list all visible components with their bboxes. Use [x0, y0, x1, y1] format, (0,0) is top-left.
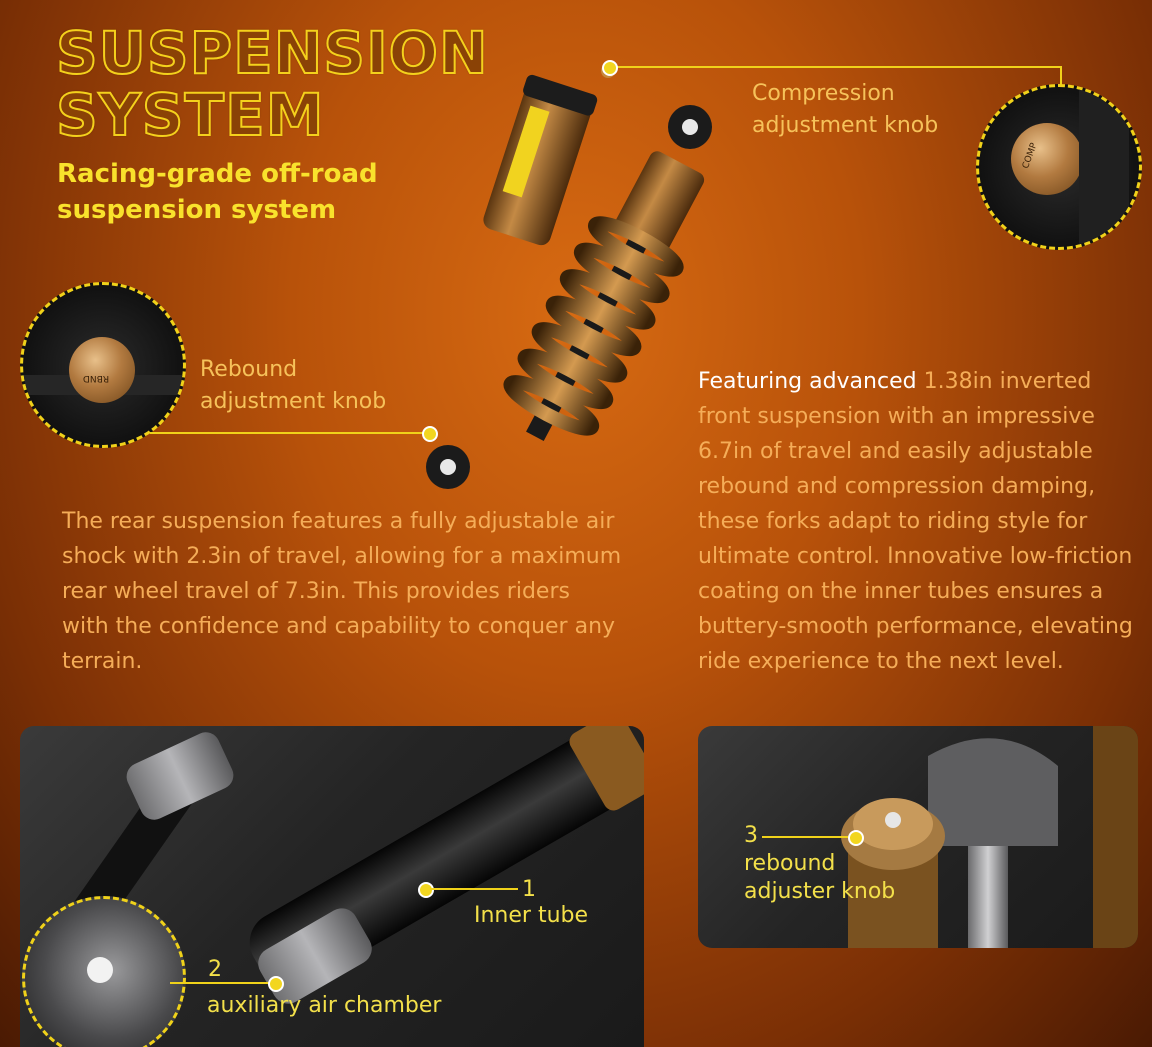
page-title: SUSPENSION SYSTEM: [55, 19, 489, 149]
compression-leader-v: [1060, 66, 1062, 86]
rebound-adjuster-label-1: rebound: [744, 851, 836, 876]
rebound-callout: Rebound adjustment knob: [200, 354, 386, 418]
rebound-label-2: adjustment knob: [200, 389, 387, 414]
air-chamber-label: auxiliary air chamber: [207, 993, 442, 1018]
rear-suspension-description: The rear suspension features a fully adj…: [62, 509, 622, 674]
rebound-adjuster-number: 3: [744, 823, 758, 848]
compression-label-2: adjustment knob: [752, 113, 939, 138]
air-chamber-number: 2: [208, 957, 222, 982]
subtitle: Racing-grade off-road suspension system: [57, 159, 378, 225]
front-suspension-description: Featuring advanced 1.38in inverted front…: [698, 364, 1138, 679]
comp-mark: COMP: [1021, 141, 1040, 171]
compression-knob-zoom: COMP: [976, 84, 1142, 250]
front-lead: Featuring advanced: [698, 369, 917, 394]
inner-tube-label: Inner tube: [474, 903, 589, 928]
air-chamber-zoom: [22, 896, 186, 1047]
compression-leader-h: [610, 66, 1062, 68]
rebound-knob-icon: RBND: [69, 337, 135, 403]
rebound-dot: [422, 426, 438, 442]
compression-knob-icon: COMP: [1011, 123, 1083, 195]
rebound-adjuster-dot: [848, 830, 864, 846]
compression-dot: [602, 60, 618, 76]
compression-label-1: Compression: [752, 81, 895, 106]
compression-callout: Compression adjustment knob: [752, 78, 938, 142]
rebound-adjuster-label-2: adjuster knob: [744, 879, 896, 904]
fork-crown-illustration: [841, 726, 1138, 948]
air-chamber-dot: [268, 976, 284, 992]
rebound-adjuster-label: rebound adjuster knob: [744, 850, 895, 906]
rbnd-mark: RBND: [83, 373, 110, 383]
inner-tube-dot: [418, 882, 434, 898]
title-line-2: SYSTEM: [55, 81, 325, 149]
rebound-adjuster-leader: [762, 836, 848, 838]
rebound-leader: [150, 432, 428, 434]
rear-shock-illustration: [426, 64, 712, 489]
inner-tube-number: 1: [522, 877, 536, 902]
rebound-adjuster-photo: 3 rebound adjuster knob: [698, 726, 1138, 948]
fork-photo: 1 Inner tube 2 auxiliary air chamber: [20, 726, 644, 1047]
inner-tube-leader: [430, 888, 518, 890]
rebound-label-1: Rebound: [200, 357, 298, 382]
title-line-1: SUSPENSION: [55, 19, 489, 87]
front-body: 1.38in inverted front suspension with an…: [698, 369, 1133, 674]
rebound-knob-zoom: RBND: [20, 282, 186, 448]
air-chamber-leader: [170, 982, 276, 984]
